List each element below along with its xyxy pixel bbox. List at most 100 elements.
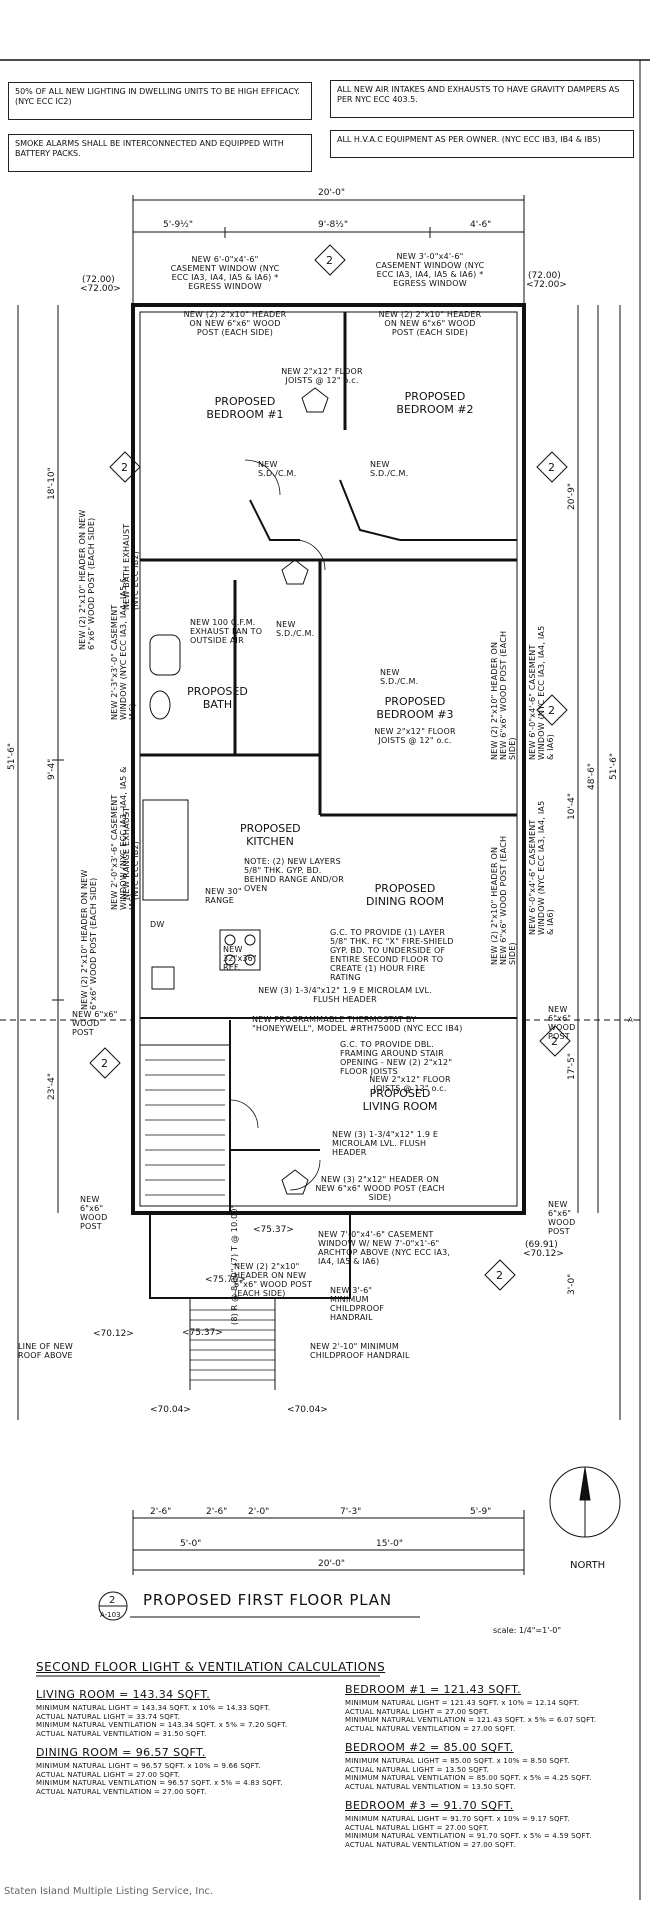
label-floor-joists-bed3: NEW 2"x12" FLOOR JOISTS @ 12" o.c. [374, 727, 456, 745]
label-post-right-front: NEW 6"x6" WOOD POST [548, 1200, 576, 1236]
dim-bottom-e: 5'-9" [470, 1507, 491, 1517]
calc-line: ACTUAL NATURAL VENTILATION = 13.50 SQFT. [345, 1782, 516, 1791]
elev-c3: <75.37> [182, 1328, 223, 1338]
calc-line: ACTUAL NATURAL LIGHT = 27.00 SQFT. [345, 1707, 490, 1716]
label-stair-note: G.C. TO PROVIDE DBL. FRAMING AROUND STAI… [340, 1040, 453, 1076]
side-left-header-2: NEW (2) 2"x10" HEADER ON NEW 6"x6" WOOD … [80, 869, 98, 1010]
room-bedroom-1: PROPOSED BEDROOM #1 [206, 395, 284, 421]
label-floor-joists: NEW 2"x12" FLOOR JOISTS @ 12" o.c. [281, 367, 363, 385]
calc-line: MINIMUM NATURAL LIGHT = 85.00 SQFT. x 10… [345, 1757, 570, 1765]
calc-line: ACTUAL NATURAL LIGHT = 33.74 SQFT. [36, 1712, 181, 1721]
calc-block-dining: DINING ROOM = 96.57 SQFT. MINIMUM NATURA… [36, 1746, 296, 1796]
dim-right-2: 10'-4" [567, 793, 577, 820]
title-tag-ref: A-103 [100, 1611, 121, 1619]
calc-line: ACTUAL NATURAL VENTILATION = 27.00 SQFT. [345, 1840, 516, 1849]
label-post-left-dining: NEW 6"x6" WOOD POST [72, 1010, 118, 1037]
calc-line: MINIMUM NATURAL VENTILATION = 143.34 SQF… [36, 1721, 288, 1729]
dim-top-a: 5'-9½" [163, 220, 193, 230]
note-lighting: 50% OF ALL NEW LIGHTING IN DWELLING UNIT… [8, 82, 312, 120]
room-kitchen: PROPOSED KITCHEN [240, 822, 301, 848]
label-handrail: NEW 2'-10" MINIMUM CHILDPROOF HANDRAIL [310, 1342, 410, 1360]
side-left-range-exhaust: NEW RANGE EXHAUST (NYC ECC IB2) [122, 806, 140, 900]
label-post-right: NEW 6"x6" WOOD POST [548, 1005, 576, 1041]
label-post-left: NEW 6"x6" WOOD POST [80, 1195, 108, 1231]
elev-tr: (72.00) [528, 271, 561, 281]
note-smoke: SMOKE ALARMS SHALL BE INTERCONNECTED AND… [8, 134, 312, 172]
label-sdcm: NEW S.D./C.M. [276, 620, 315, 638]
title-tag-num: 2 [109, 1595, 115, 1606]
dim-bottom-d: 7'-3" [340, 1507, 361, 1517]
calc-right-column: BEDROOM #1 = 121.43 SQFT. MINIMUM NATURA… [345, 1683, 625, 1849]
room-bedroom-3: PROPOSED BEDROOM #3 [376, 695, 454, 721]
dim-left-1: 18'-10" [47, 467, 57, 500]
dim-left-total: 51'-6" [7, 743, 17, 770]
elev-c1: <75.37> [253, 1225, 294, 1235]
calc-line: ACTUAL NATURAL LIGHT = 13.50 SQFT. [345, 1765, 490, 1774]
label-sdcm: NEW S.D./C.M. [380, 668, 419, 686]
calc-line: MINIMUM NATURAL VENTILATION = 85.00 SQFT… [345, 1774, 592, 1782]
elev-r: (69.91) [525, 1240, 558, 1250]
calc-line: ACTUAL NATURAL VENTILATION = 31.50 SQFT. [36, 1729, 207, 1738]
calc-line: MINIMUM NATURAL VENTILATION = 96.57 SQFT… [36, 1779, 283, 1787]
calc-room-title: BEDROOM #1 = 121.43 SQFT. [345, 1683, 522, 1696]
label-microlam-1: NEW (3) 1-3/4"x12" 1.9 E MICROLAM LVL. F… [258, 986, 432, 1004]
calc-line: ACTUAL NATURAL VENTILATION = 27.00 SQFT. [36, 1787, 207, 1796]
dim-bottom-g: 15'-0" [376, 1539, 403, 1549]
calc-line: ACTUAL NATURAL VENTILATION = 27.00 SQFT. [345, 1724, 516, 1733]
label-stair-risers: (8) R @ 8.00" (7) T @ 10.00" [230, 1204, 239, 1325]
label-microlam-2: NEW (3) 1-3/4"x12" 1.9 E MICROLAM LVL. F… [332, 1130, 439, 1157]
label-dishwasher: DW [150, 920, 165, 929]
side-right-window-1: NEW 6'-0"x4'-6" CASEMENT WINDOW (NYC ECC… [528, 625, 555, 760]
calc-line: ACTUAL NATURAL LIGHT = 27.00 SQFT. [345, 1823, 490, 1832]
label-header-front: NEW (2) 2"x10" HEADER ON NEW 6"x6" WOOD … [234, 1262, 313, 1298]
label-refrigerator: NEW 32"x36" REF. [223, 945, 257, 972]
dim-top-b: 9'-8½" [318, 220, 348, 230]
dim-bottom-b: 2'-6" [206, 1507, 227, 1517]
label-exhaust-fan: NEW 100 C.F.M. EXHAUST FAN TO OUTSIDE AI… [190, 618, 263, 645]
tag-diamond: 2 [551, 1035, 558, 1048]
dim-right-4: 3'-0" [567, 1274, 577, 1295]
dim-top-c: 4'-6" [470, 220, 491, 230]
label-header-top-1: NEW (2) 2"x10" HEADER ON NEW 6"x6" WOOD … [183, 310, 287, 337]
note-hvac: ALL H.V.A.C EQUIPMENT AS PER OWNER. (NYC… [330, 130, 634, 158]
label-childproof-rail: NEW 3'-6" MINIMUM CHILDPROOF HANDRAIL [330, 1286, 385, 1322]
side-right-header-1: NEW (2) 2"x10" HEADER ON NEW 6"x6" WOOD … [490, 630, 517, 760]
calc-heading: SECOND FLOOR LIGHT & VENTILATION CALCULA… [36, 1660, 386, 1674]
dim-left-3: 23'-4" [47, 1073, 57, 1100]
label-front-window: NEW 7'-0"x4'-6" CASEMENT WINDOW W/ NEW 7… [318, 1230, 451, 1266]
calc-line: MINIMUM NATURAL VENTILATION = 91.70 SQFT… [345, 1832, 592, 1840]
elev-tl: (72.00) [82, 275, 115, 285]
tag-diamond: 2 [548, 704, 555, 717]
calc-room-title: BEDROOM #2 = 85.00 SQFT. [345, 1741, 514, 1754]
room-living: PROPOSED LIVING ROOM [362, 1087, 438, 1113]
calc-block-living: LIVING ROOM = 143.34 SQFT. MINIMUM NATUR… [36, 1688, 296, 1738]
section-tag-ref: A- [628, 1016, 636, 1024]
dim-right-3: 17'-5" [567, 1053, 577, 1080]
elev-c2: <75.70> [205, 1275, 246, 1285]
elev-r2: <70.12> [523, 1249, 564, 1259]
tag-diamond: 2 [496, 1269, 503, 1282]
calc-line: ACTUAL NATURAL LIGHT = 27.00 SQFT. [36, 1770, 181, 1779]
label-window-top-2: NEW 3'-0"x4'-6" CASEMENT WINDOW (NYC ECC… [375, 252, 485, 288]
calc-left-column: LIVING ROOM = 143.34 SQFT. MINIMUM NATUR… [36, 1688, 296, 1796]
calc-line: MINIMUM NATURAL VENTILATION = 121.43 SQF… [345, 1716, 597, 1724]
elev-b2: <70.04> [287, 1405, 328, 1415]
tag-diamond: 2 [326, 254, 333, 267]
label-window-top-1: NEW 6'-0"x4'-6" CASEMENT WINDOW (NYC ECC… [170, 255, 280, 291]
elev-l: <70.12> [93, 1329, 134, 1339]
label-thermostat: NEW PROGRAMMABLE THERMOSTAT BY "HONEYWEL… [252, 1015, 463, 1033]
room-bedroom-2: PROPOSED BEDROOM #2 [396, 390, 474, 416]
note-air: ALL NEW AIR INTAKES AND EXHAUSTS TO HAVE… [330, 80, 634, 118]
calc-line: MINIMUM NATURAL LIGHT = 91.70 SQFT. x 10… [345, 1815, 570, 1823]
label-range: NEW 30" RANGE [205, 887, 242, 905]
elev-b1: <70.04> [150, 1405, 191, 1415]
label-header-top-2: NEW (2) 2"x10" HEADER ON NEW 6"x6" WOOD … [378, 310, 482, 337]
room-bath: PROPOSED BATH [187, 685, 248, 711]
elev-tl2: <72.00> [80, 284, 121, 294]
side-left-bath-exhaust: NEW BATH EXHAUST (NYC ECC IB2) [122, 523, 140, 610]
tag-diamond: 2 [548, 461, 555, 474]
side-left-header-1: NEW (2) 2"x10" HEADER ON NEW 6"x6" WOOD … [78, 509, 96, 650]
dim-top-total: 20'-0" [318, 188, 345, 198]
calc-block-bedroom-1: BEDROOM #1 = 121.43 SQFT. MINIMUM NATURA… [345, 1683, 625, 1733]
